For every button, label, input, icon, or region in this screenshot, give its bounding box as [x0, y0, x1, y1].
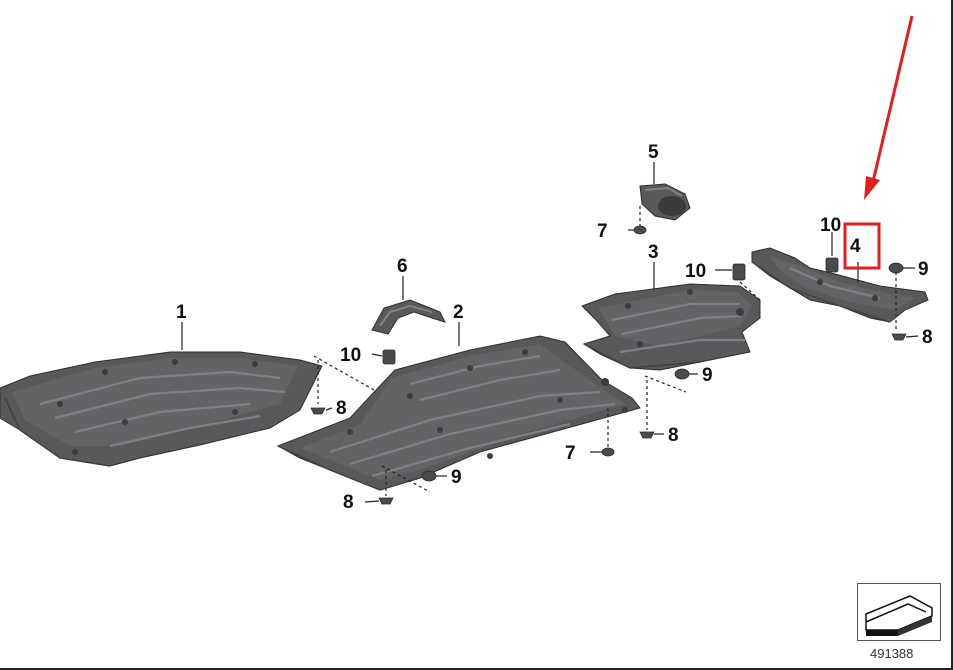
callout-5[interactable]: 5 [648, 142, 659, 163]
callout-2[interactable]: 2 [453, 302, 464, 323]
callout-9-a[interactable]: 9 [451, 467, 462, 488]
screw-8-a[interactable] [310, 407, 326, 415]
screw-9-b[interactable] [674, 368, 690, 380]
orientation-arrow-icon [865, 595, 933, 636]
callout-8-c[interactable]: 8 [668, 425, 679, 446]
screw-9-a[interactable] [421, 470, 437, 482]
callout-10-b[interactable]: 10 [685, 261, 706, 282]
part-2-panel[interactable] [276, 335, 641, 491]
highlight-box [843, 222, 881, 270]
callout-9-b[interactable]: 9 [702, 365, 713, 386]
callout-3[interactable]: 3 [648, 242, 659, 263]
screw-8-b[interactable] [378, 497, 394, 505]
screw-8-d[interactable] [891, 333, 907, 341]
orientation-icon-box [857, 583, 941, 641]
frame-border-right [951, 0, 953, 670]
part-4-shield[interactable] [751, 247, 929, 323]
nut-7-b[interactable] [601, 447, 615, 457]
part-1-panel[interactable] [0, 351, 323, 467]
callout-7-b[interactable]: 7 [565, 443, 576, 464]
callout-10-a[interactable]: 10 [340, 345, 361, 366]
callout-4[interactable]: 4 [850, 236, 861, 257]
diagram-reference-number: 491388 [870, 646, 914, 661]
nut-7-a[interactable] [633, 225, 647, 235]
callout-8-b[interactable]: 8 [343, 492, 354, 513]
clip-10-c[interactable] [825, 257, 839, 273]
fasteners [310, 225, 907, 505]
callout-8-d[interactable]: 8 [922, 327, 933, 348]
callout-9-c[interactable]: 9 [918, 259, 929, 280]
callout-6[interactable]: 6 [397, 256, 408, 277]
part-5-cap[interactable] [639, 183, 691, 221]
part-6-bracket[interactable] [371, 299, 446, 335]
callout-1[interactable]: 1 [176, 302, 187, 323]
callouts: 1 2 3 4 5 6 7 7 8 8 8 8 9 9 9 10 10 10 [176, 142, 933, 513]
red-arrow-pointer [864, 15, 914, 200]
part-3-panel[interactable] [581, 283, 761, 371]
screw-9-c[interactable] [888, 262, 904, 274]
frame-border-bottom [0, 668, 953, 670]
callout-10-c[interactable]: 10 [820, 215, 841, 236]
leader-lines [181, 162, 919, 503]
clip-10-a[interactable] [382, 349, 396, 365]
screw-8-c[interactable] [639, 431, 655, 439]
clip-10-b[interactable] [732, 263, 746, 281]
callout-7-a[interactable]: 7 [597, 221, 608, 242]
callout-8-a[interactable]: 8 [336, 398, 347, 419]
